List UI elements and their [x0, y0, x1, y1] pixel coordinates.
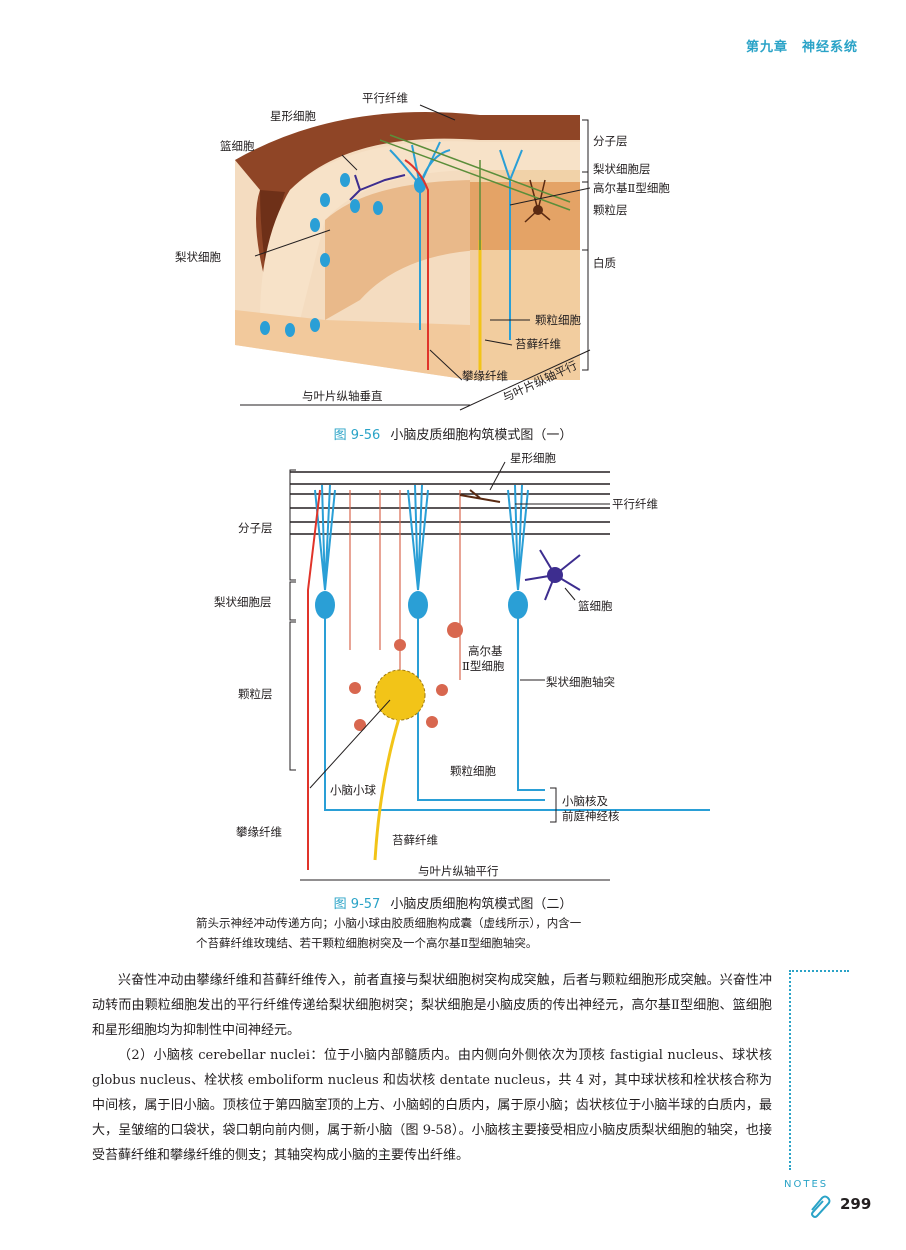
label-purkinje-layer-2: 梨状细胞层: [214, 595, 272, 609]
label-basket-2: 篮细胞: [578, 599, 613, 613]
label-parallel-axis-2: 与叶片纵轴平行: [418, 864, 499, 878]
label-white-matter: 白质: [593, 256, 616, 270]
figure-9-57: 星形细胞 平行纤维 分子层 梨状细胞层 篮细胞 高尔基 Ⅱ型细胞 颗粒层 梨状细…: [214, 450, 710, 886]
label-climbing-fiber-2: 攀缘纤维: [236, 825, 282, 839]
term-globose: 球状核: [732, 1048, 772, 1063]
label-golgi-2: Ⅱ型细胞: [462, 659, 505, 673]
label-climbing-fiber: 攀缘纤维: [462, 369, 508, 383]
label-glomerulus: 小脑小球: [330, 783, 376, 797]
label-golgi: 高尔基Ⅱ型细胞: [593, 181, 670, 195]
p2-part-e: emboliform nucleus 和: [243, 1073, 397, 1088]
caption-text-2: 小脑皮质细胞构筑模式图（二）: [390, 897, 573, 912]
figure-note: 箭头示神经冲动传递方向；小脑小球由胶质细胞构成囊（虚线所示），内含一 个苔藓纤维…: [196, 913, 716, 953]
page-number: 299: [840, 1195, 872, 1213]
label-purkinje-axon: 梨状细胞轴突: [546, 675, 615, 689]
label-mossy-fiber: 苔藓纤维: [515, 337, 561, 351]
label-parallel-fiber: 平行纤维: [362, 91, 408, 105]
figure-note-line-1: 箭头示神经冲动传递方向；小脑小球由胶质细胞构成囊（虚线所示），内含一: [196, 916, 582, 930]
caption-text: 小脑皮质细胞构筑模式图（一）: [390, 428, 573, 443]
label-granule-cell-2: 颗粒细胞: [450, 764, 496, 778]
paragraph-1: 兴奋性冲动由攀缘纤维和苔藓纤维传入，前者直接与梨状细胞树突构成突触，后者与颗粒细…: [92, 973, 772, 1038]
term-emboliform: 栓状核: [204, 1073, 244, 1088]
label-perpendicular: 与叶片纵轴垂直: [302, 389, 383, 403]
label-molecular-layer: 分子层: [593, 134, 628, 148]
figure-9-56: 平行纤维 星形细胞 篮细胞 梨状细胞 分子层 梨状细胞层 高尔基Ⅱ型细胞 颗粒层…: [175, 91, 670, 411]
paperclip-icon: [811, 1195, 831, 1218]
label-granular-layer-2: 颗粒层: [238, 687, 273, 701]
label-granule-cell: 颗粒细胞: [535, 313, 581, 327]
term-cerebellar-nuclei: 小脑核: [153, 1048, 194, 1063]
p2-prefix: （2）: [118, 1048, 154, 1063]
running-header: 第九章神经系统: [746, 36, 858, 55]
label-nuclei-1: 小脑核及: [562, 794, 608, 808]
p2-part-b: cerebellar nuclei：位于小脑内部髓质内。由内侧向外侧依次为: [193, 1048, 579, 1063]
label-granular-layer: 颗粒层: [593, 203, 628, 217]
notes-margin-top: [789, 970, 849, 972]
label-basket: 篮细胞: [220, 139, 255, 153]
figure-9-57-caption: 图 9-57 小脑皮质细胞构筑模式图（二）: [0, 893, 906, 912]
label-purkinje-layer: 梨状细胞层: [593, 162, 651, 176]
label-molecular-layer-2: 分子层: [238, 521, 273, 535]
figure-9-56-caption: 图 9-56 小脑皮质细胞构筑模式图（一）: [0, 424, 906, 443]
label-stellate: 星形细胞: [270, 109, 316, 123]
p2-part-f: dentate nucleus，共 4 对，其中球状核和栓状核合称为中间核，属于…: [92, 1073, 772, 1163]
term-dentate: 齿状核: [396, 1073, 436, 1088]
p2-part-d: globus nucleus、: [92, 1073, 205, 1088]
chapter-number: 第九章: [745, 40, 788, 55]
paragraph-2: （2）小脑核 cerebellar nuclei：位于小脑内部髓质内。由内侧向外…: [92, 1043, 772, 1168]
term-fastigial: 顶核: [578, 1048, 606, 1063]
label-golgi-1: 高尔基: [468, 644, 503, 658]
figure-note-line-2: 个苔藓纤维玫瑰结、若干颗粒细胞树突及一个高尔基Ⅱ型细胞轴突。: [196, 936, 538, 950]
notes-label: NOTES: [784, 1179, 829, 1190]
label-purkinje: 梨状细胞: [175, 250, 221, 264]
label-nuclei-2: 前庭神经核: [562, 809, 620, 823]
label-stellate-2: 星形细胞: [510, 451, 556, 465]
body-text: 兴奋性冲动由攀缘纤维和苔藓纤维传入，前者直接与梨状细胞树突构成突触，后者与颗粒细…: [92, 968, 772, 1168]
p2-part-c: fastigial nucleus、: [605, 1048, 733, 1063]
label-mossy-fiber-2: 苔藓纤维: [392, 833, 438, 847]
notes-margin-line: [789, 970, 791, 1170]
caption-number: 图 9-56: [333, 428, 381, 443]
chapter-title: 神经系统: [801, 40, 858, 55]
caption-number-2: 图 9-57: [333, 897, 381, 912]
label-parallel-fiber-2: 平行纤维: [612, 497, 658, 511]
